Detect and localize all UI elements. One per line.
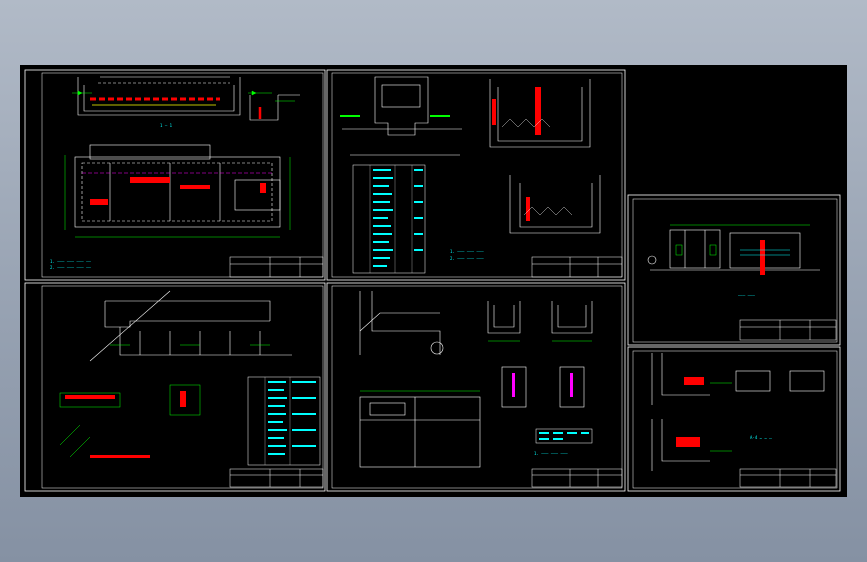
sheet-inner-frame (632, 350, 838, 489)
drawing-canvas[interactable]: 1 — 1 1. ——— (20, 65, 847, 497)
section-view (77, 76, 300, 121)
sheet-inner-frame (331, 285, 623, 489)
sheet-inner-frame (41, 72, 324, 278)
title-block (739, 319, 837, 341)
svg-text:2. ——— ——— ——— ——: 2. ——— ——— ——— —— (50, 265, 92, 270)
svg-text:1. ——— ——— ———: 1. ——— ——— ——— (450, 249, 484, 254)
sheet-5: 1. ——— ——— ——— (326, 282, 626, 492)
title-block (229, 256, 324, 278)
sheet-frame (627, 346, 841, 492)
sheet-3: ——— ——— (627, 194, 841, 346)
schedule-table (352, 164, 426, 274)
sheet-2: 1. ——— ——— ——— 2. ——— ——— ——— (326, 69, 626, 281)
svg-text:1. ——— ——— ——— ——: 1. ——— ——— ——— —— (50, 259, 92, 264)
svg-text:1 — 1: 1 — 1 (160, 123, 173, 128)
sheet-inner-frame (331, 72, 623, 278)
title-block (531, 256, 623, 278)
svg-text:2. ——— ——— ———: 2. ——— ——— ——— (450, 256, 484, 261)
sheet-frame (326, 69, 626, 281)
sheet6-note: A-4 … … … (750, 435, 772, 440)
title-block (739, 468, 837, 488)
sheet-1: 1 — 1 1. ——— (24, 69, 326, 281)
sheet-6: A-4 … … … (627, 346, 841, 492)
plan-view (74, 144, 281, 228)
sheet-frame (627, 194, 841, 346)
title-block (531, 468, 623, 488)
sheet-inner-frame (632, 198, 838, 343)
rebar-table (535, 428, 593, 444)
svg-text:——— ———: ——— ——— (738, 293, 755, 298)
sheet-4 (24, 282, 326, 492)
svg-text:1. ——— ——— ———: 1. ——— ——— ——— (534, 451, 568, 456)
title-block (229, 468, 324, 488)
schedule-table (247, 376, 321, 466)
sheet-frame (326, 282, 626, 492)
sheet-frame (24, 69, 326, 281)
cad-drawing: 1 — 1 1. ——— (24, 69, 841, 492)
sheet-frame (24, 282, 326, 492)
sheet-inner-frame (41, 285, 324, 489)
